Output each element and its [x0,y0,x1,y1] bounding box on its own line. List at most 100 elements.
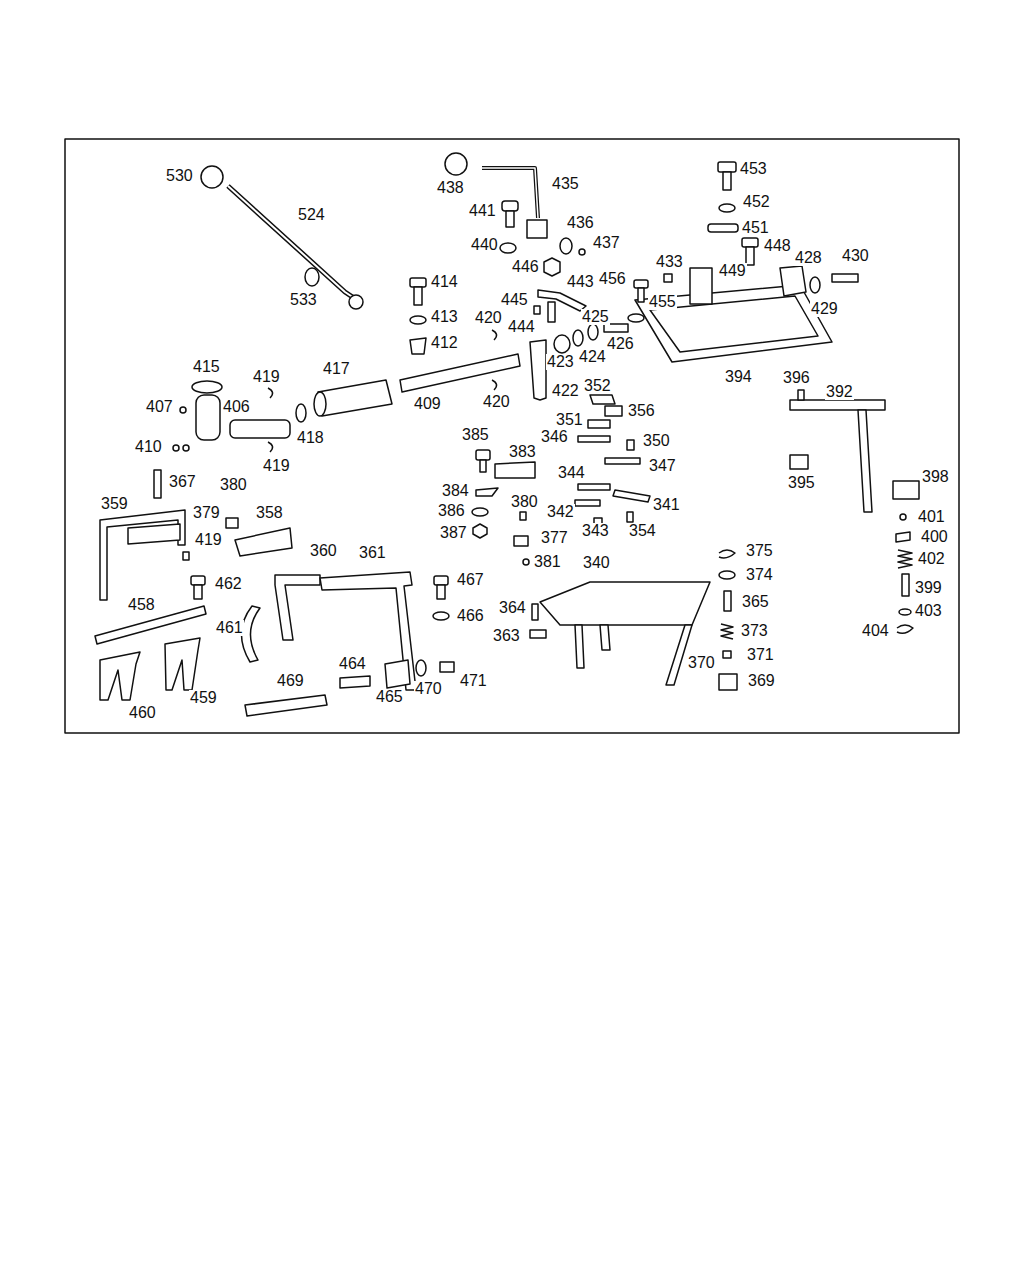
callout-number: 369 [747,673,776,689]
callout-number: 418 [296,430,325,446]
callout-number: 377 [540,530,569,546]
callout-number: 407 [145,399,174,415]
callout-number: 436 [566,215,595,231]
callout-number: 443 [566,274,595,290]
callout-number: 360 [309,543,338,559]
callout-number: 392 [825,384,854,400]
callout-number: 420 [482,394,511,410]
callout-number: 429 [810,301,839,317]
callout-number: 354 [628,523,657,539]
callout-number: 344 [557,465,586,481]
callout-number: 441 [468,203,497,219]
callout-number: 451 [741,220,770,236]
callout-number: 440 [470,237,499,253]
callout-number: 446 [511,259,540,275]
callout-number: 425 [581,309,610,325]
callout-number: 422 [551,383,580,399]
callout-number: 401 [917,509,946,525]
callout-number: 364 [498,600,527,616]
callout-number: 433 [655,254,684,270]
callout-number: 452 [742,194,771,210]
callout-number: 406 [222,399,251,415]
callout-number: 386 [437,503,466,519]
callout-number: 356 [627,403,656,419]
callout-number: 399 [914,580,943,596]
callout-number: 458 [127,597,156,613]
callout-number: 471 [459,673,488,689]
callout-number: 409 [413,396,442,412]
callout-number: 379 [192,505,221,521]
callout-number: 384 [441,483,470,499]
callout-number: 438 [436,180,465,196]
callout-number: 400 [920,529,949,545]
callout-number: 341 [652,497,681,513]
callout-number: 417 [322,361,351,377]
callout-number: 455 [648,294,677,310]
callout-number: 419 [262,458,291,474]
callout-number: 423 [546,354,575,370]
callout-number: 410 [134,439,163,455]
callout-number: 350 [642,433,671,449]
callout-number: 469 [276,673,305,689]
callout-number: 346 [540,429,569,445]
callout-number: 453 [739,161,768,177]
callout-number: 426 [606,336,635,352]
callout-number: 462 [214,576,243,592]
callout-number: 524 [297,207,326,223]
callout-number: 420 [474,310,503,326]
callout-number: 415 [192,359,221,375]
callout-number: 367 [168,474,197,490]
callout-number: 381 [533,554,562,570]
callout-number: 424 [578,349,607,365]
callout-number: 456 [598,271,627,287]
callout-number: 358 [255,505,284,521]
callout-number: 398 [921,469,950,485]
callout-number: 387 [439,525,468,541]
callout-number: 412 [430,335,459,351]
callout-number: 395 [787,475,816,491]
callout-number: 403 [914,603,943,619]
callout-number: 530 [165,168,194,184]
callout-number: 373 [740,623,769,639]
callout-number: 437 [592,235,621,251]
callout-number: 352 [583,378,612,394]
callout-number: 445 [500,292,529,308]
callout-number: 380 [219,477,248,493]
callout-number: 404 [861,623,890,639]
callout-number: 533 [289,292,318,308]
callout-number: 444 [507,319,536,335]
callout-number: 385 [461,427,490,443]
callout-number: 383 [508,444,537,460]
callout-number: 466 [456,608,485,624]
callout-number: 419 [252,369,281,385]
callout-number: 363 [492,628,521,644]
callout-number: 467 [456,572,485,588]
callout-number: 365 [741,594,770,610]
callout-number: 374 [745,567,774,583]
callout-number: 460 [128,705,157,721]
callout-number: 459 [189,690,218,706]
callout-number: 435 [551,176,580,192]
callout-number: 380 [510,494,539,510]
callout-number: 375 [745,543,774,559]
callout-number: 449 [718,263,747,279]
callout-number: 413 [430,309,459,325]
callout-number: 343 [581,523,610,539]
callout-number: 428 [794,250,823,266]
callout-number: 361 [358,545,387,561]
callout-number: 470 [414,681,443,697]
callout-number: 370 [687,655,716,671]
callout-number: 464 [338,656,367,672]
callout-number: 394 [724,369,753,385]
callout-number: 448 [763,238,792,254]
callout-number: 347 [648,458,677,474]
callout-number: 342 [546,504,575,520]
callout-number: 465 [375,689,404,705]
callout-number: 359 [100,496,129,512]
callout-number: 461 [215,620,244,636]
callout-number: 430 [841,248,870,264]
callout-number: 340 [582,555,611,571]
callout-number: 371 [746,647,775,663]
callout-number: 419 [194,532,223,548]
